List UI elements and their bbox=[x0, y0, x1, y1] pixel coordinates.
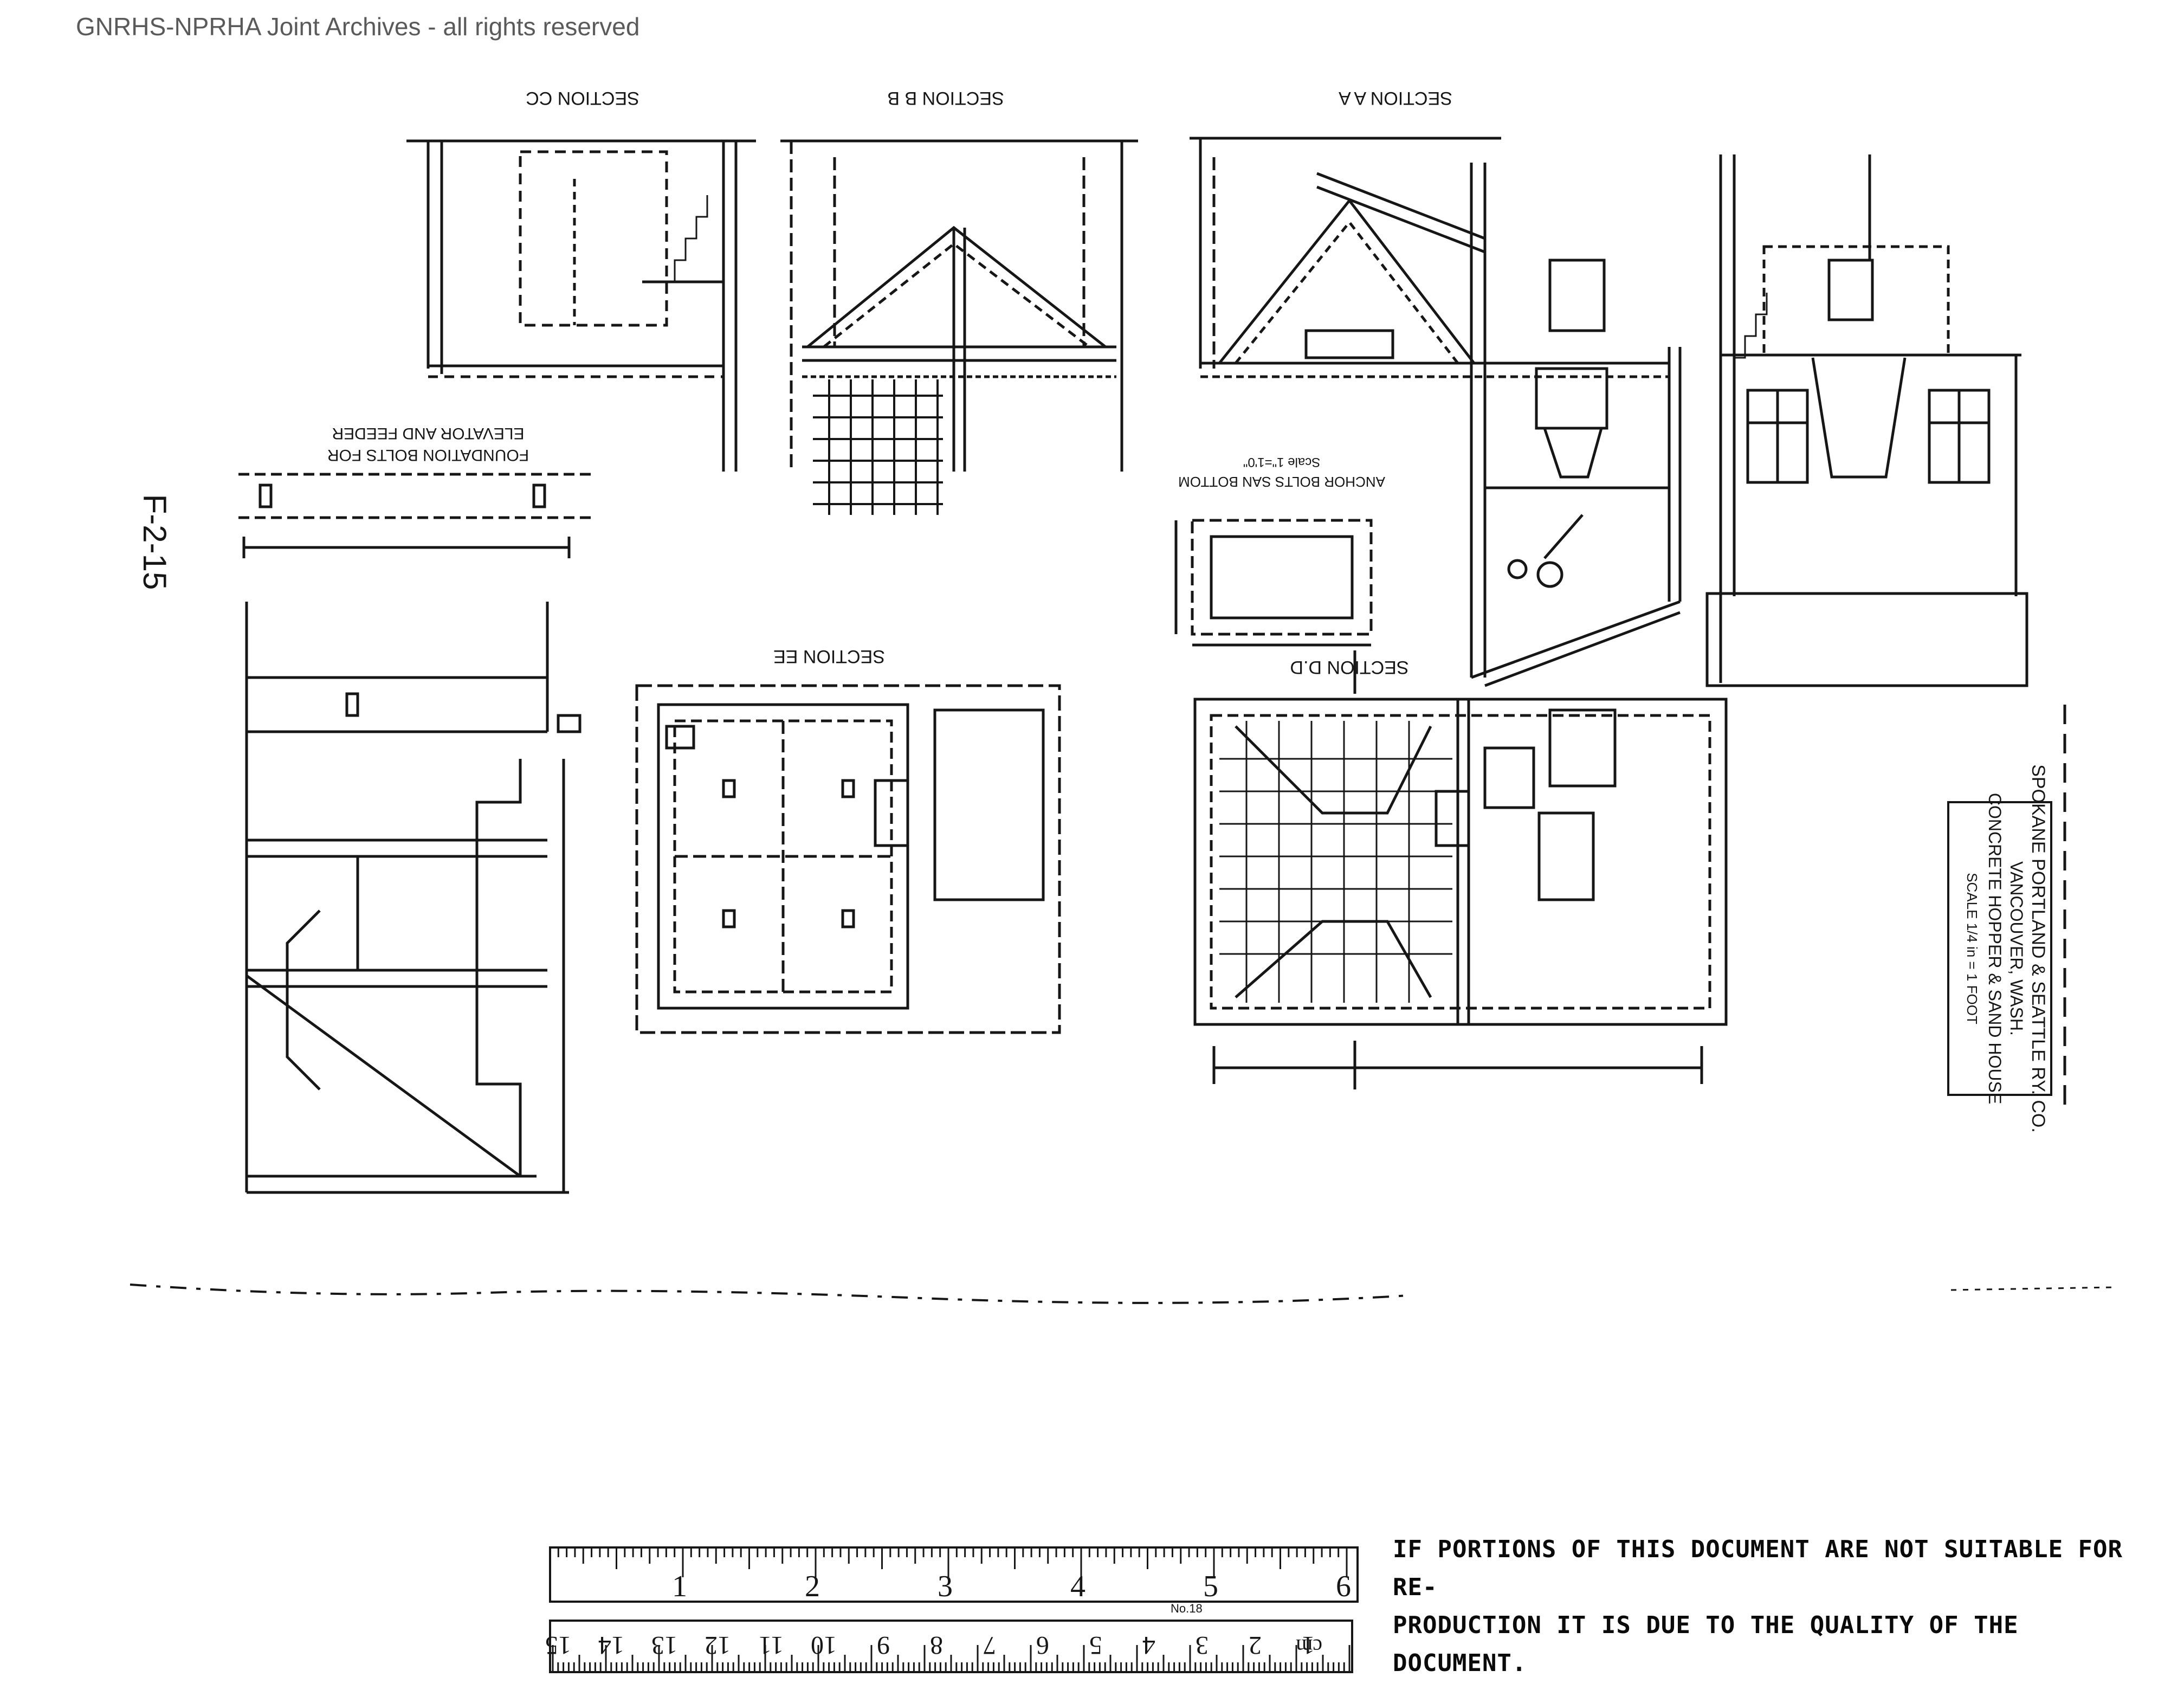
ruler-cm-label: 9 bbox=[877, 1631, 890, 1660]
title-line-3: CONCRETE HOPPER & SAND HOUSE bbox=[1985, 793, 2005, 1104]
archive-watermark: GNRHS-NPRHA Joint Archives - all rights … bbox=[76, 12, 640, 41]
anchor-bolts-detail bbox=[1174, 519, 1373, 647]
section-cc-label: SECTION CC bbox=[526, 88, 639, 108]
ruler-cm-label: 7 bbox=[983, 1631, 996, 1660]
section-bb-label: SECTION B B bbox=[887, 88, 1004, 108]
reproduction-quality-stamp: IF PORTIONS OF THIS DOCUMENT ARE NOT SUI… bbox=[1382, 1523, 2162, 1690]
ruler-cm-label: 6 bbox=[1036, 1631, 1049, 1660]
ruler-cm-label: 10 bbox=[811, 1631, 837, 1660]
section-dd-plan bbox=[1193, 650, 1728, 1089]
title-line-4: SCALE 1/4 in = 1 FOOT bbox=[1964, 873, 1980, 1024]
anchor-note-line2: Scale 1"=1'0" bbox=[1243, 455, 1320, 469]
ruler-cm-label: 4 bbox=[1142, 1631, 1155, 1660]
foundation-bolts-detail bbox=[238, 473, 596, 558]
ruler-inch-label: 1 bbox=[672, 1570, 687, 1603]
section-cc-drawing bbox=[406, 139, 756, 472]
title-block-frame bbox=[1947, 801, 2052, 1096]
ruler-cm-label: 11 bbox=[759, 1631, 784, 1660]
section-ee-label: SECTION EE bbox=[773, 646, 885, 667]
ruler-model-label: No.18 bbox=[1171, 1602, 1203, 1615]
title-line-2: VANCOUVER, WASH. bbox=[2007, 861, 2026, 1036]
stamp-line-1: IF PORTIONS OF THIS DOCUMENT ARE NOT SUI… bbox=[1393, 1536, 2123, 1601]
foundation-note-line1: FOUNDATION BOLTS FOR bbox=[327, 446, 529, 464]
ruler-cm-label: 3 bbox=[1196, 1631, 1209, 1660]
ruler-cm-label: 13 bbox=[651, 1631, 677, 1660]
section-dd-label: SECTION D.D bbox=[1290, 657, 1408, 678]
ruler-cm-label: 12 bbox=[705, 1631, 731, 1660]
foundation-note-line2: ELEVATOR AND FEEDER bbox=[332, 424, 524, 442]
section-aa-drawing bbox=[1190, 137, 1682, 687]
title-line-1: SPOKANE PORTLAND & SEATTLE RY. CO. bbox=[2028, 764, 2049, 1133]
section-bb-drawing bbox=[780, 139, 1138, 515]
sheet-number: F-2-15 bbox=[137, 494, 173, 590]
measuring-ruler bbox=[549, 1546, 1359, 1673]
section-aa-label: SECTION A A bbox=[1339, 88, 1452, 108]
ruler-cm-label: 8 bbox=[930, 1631, 943, 1660]
ruler-cm-label: 14 bbox=[598, 1631, 624, 1660]
anchor-note-line1: ANCHOR BOLTS SAN BOTTOM bbox=[1178, 474, 1385, 490]
ruler-inch-label: 4 bbox=[1070, 1570, 1085, 1603]
side-elevation-drawing bbox=[1705, 154, 2028, 687]
stamp-line-2: PRODUCTION IT IS DUE TO THE QUALITY OF T… bbox=[1393, 1611, 2019, 1677]
ruler-cm-label: 15 bbox=[545, 1631, 571, 1660]
ruler-cm-label: 2 bbox=[1249, 1631, 1262, 1660]
elevator-feeder-elevation bbox=[245, 602, 581, 1194]
ruler-inch-label: 3 bbox=[938, 1570, 953, 1603]
ruler-inch-label: 5 bbox=[1203, 1570, 1218, 1603]
ruler-inch-label: 6 bbox=[1336, 1570, 1351, 1603]
ruler-cm-unit: cm bbox=[1296, 1635, 1322, 1659]
ruler-inch-label: 2 bbox=[805, 1570, 820, 1603]
section-ee-plan bbox=[635, 684, 1061, 1034]
ruler-cm-label: 5 bbox=[1089, 1631, 1102, 1660]
ruler-cm-label: 1 bbox=[1302, 1631, 1315, 1660]
